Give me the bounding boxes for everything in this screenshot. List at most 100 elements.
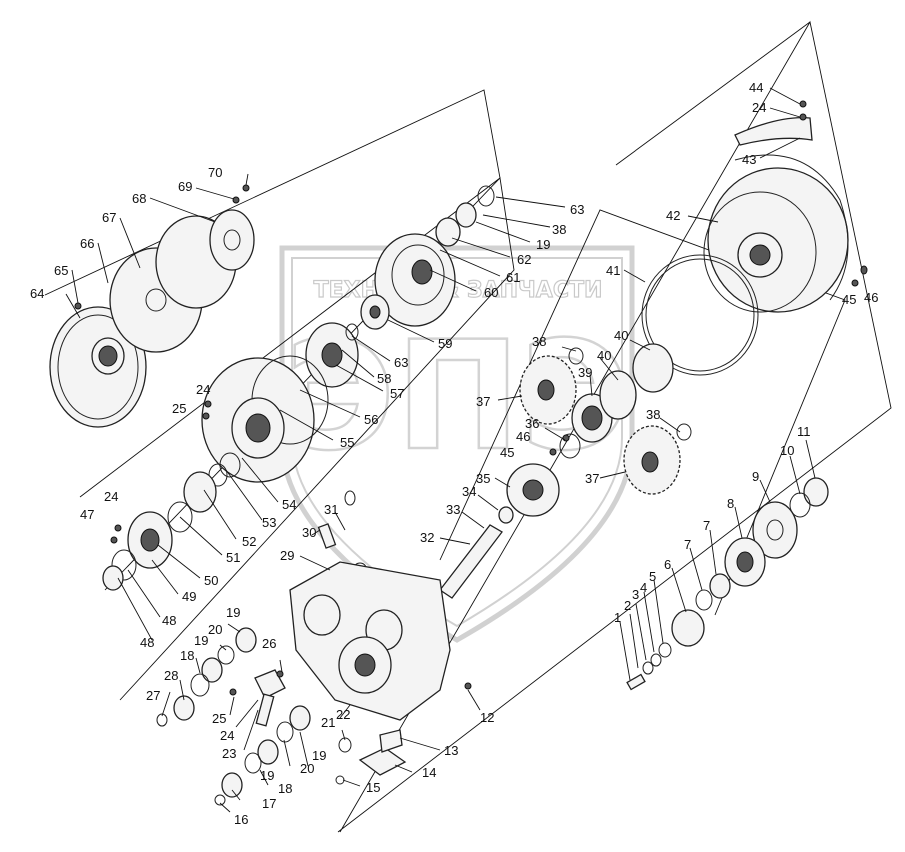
- label-24d: 24: [220, 728, 234, 743]
- label-24b: 24: [104, 489, 118, 504]
- label-47: 47: [80, 507, 94, 522]
- label-35: 35: [476, 471, 490, 486]
- label-10: 10: [780, 443, 794, 458]
- label-6: 6: [664, 557, 671, 572]
- label-7: 7: [703, 518, 710, 533]
- leader-lines: [65, 87, 816, 813]
- label-39: 39: [578, 365, 592, 380]
- label-17: 17: [262, 796, 276, 811]
- label-8: 8: [727, 496, 734, 511]
- label-13: 13: [444, 743, 458, 758]
- label-29: 29: [280, 548, 294, 563]
- label-40b: 40: [597, 348, 611, 363]
- label-38b: 38: [532, 334, 546, 349]
- label-61: 61: [506, 270, 520, 285]
- label-44: 44: [749, 80, 763, 95]
- label-20: 20: [208, 622, 222, 637]
- label-43: 43: [742, 152, 756, 167]
- label-41: 41: [606, 263, 620, 278]
- label-1: 1: [614, 610, 621, 625]
- shield-43: [734, 116, 813, 146]
- label-15: 15: [366, 780, 380, 795]
- housing-42: [703, 154, 849, 313]
- label-34: 34: [462, 484, 476, 499]
- housing-55: [201, 355, 329, 483]
- label-26: 26: [262, 636, 276, 651]
- label-25: 25: [172, 401, 186, 416]
- impeller-60: [374, 233, 456, 327]
- label-62: 62: [517, 252, 531, 267]
- label-50: 50: [204, 573, 218, 588]
- label-22: 22: [336, 707, 350, 722]
- label-68: 68: [132, 191, 146, 206]
- label-36: 36: [525, 416, 539, 431]
- label-19c: 19: [194, 633, 208, 648]
- label-24c: 24: [196, 382, 210, 397]
- label-48b: 48: [140, 635, 154, 650]
- label-49: 49: [182, 589, 196, 604]
- case-29: [289, 561, 451, 721]
- label-65: 65: [54, 263, 68, 278]
- label-16: 16: [234, 812, 248, 827]
- label-59: 59: [438, 336, 452, 351]
- label-20b: 20: [300, 761, 314, 776]
- gasket-41: [641, 254, 759, 376]
- label-45: 45: [842, 292, 856, 307]
- label-3: 3: [632, 587, 639, 602]
- label-27: 27: [146, 688, 160, 703]
- label-19: 19: [536, 237, 550, 252]
- label-5: 5: [649, 569, 656, 584]
- label-54: 54: [282, 497, 296, 512]
- label-57: 57: [390, 386, 404, 401]
- label-70: 70: [208, 165, 222, 180]
- label-4: 4: [640, 580, 647, 595]
- label-45b: 45: [500, 445, 514, 460]
- label-51: 51: [226, 550, 240, 565]
- label-12: 12: [480, 710, 494, 725]
- label-18: 18: [278, 781, 292, 796]
- gear-37b: [623, 425, 681, 495]
- label-14: 14: [422, 765, 436, 780]
- yoke-6: [671, 609, 705, 647]
- cross-23: [254, 669, 286, 727]
- label-18b: 18: [180, 648, 194, 663]
- label-23: 23: [222, 746, 236, 761]
- seal-40b: [632, 343, 674, 393]
- label-33: 33: [446, 502, 460, 517]
- shaft-32: [439, 524, 503, 599]
- label-52: 52: [242, 534, 256, 549]
- label-25b: 25: [212, 711, 226, 726]
- label-37: 37: [476, 394, 490, 409]
- label-21: 21: [321, 715, 335, 730]
- label-19b: 19: [226, 605, 240, 620]
- seal-40a: [599, 370, 637, 420]
- label-42: 42: [666, 208, 680, 223]
- label-24: 24: [752, 100, 766, 115]
- label-67: 67: [102, 210, 116, 225]
- label-31: 31: [324, 502, 338, 517]
- label-64: 64: [30, 286, 44, 301]
- cover-9: [752, 501, 798, 559]
- label-19d: 19: [260, 768, 274, 783]
- label-66: 66: [80, 236, 94, 251]
- label-38c: 38: [646, 407, 660, 422]
- watermark-text: ТЕХНИКА & ЗАПЧАСТИ: [314, 278, 603, 303]
- label-63: 63: [570, 202, 584, 217]
- label-11: 11: [797, 424, 811, 439]
- label-2: 2: [624, 598, 631, 613]
- label-69: 69: [178, 179, 192, 194]
- label-60: 60: [484, 285, 498, 300]
- label-55: 55: [340, 435, 354, 450]
- gear-37a: [519, 355, 577, 425]
- label-46: 46: [864, 290, 878, 305]
- label-19e: 19: [312, 748, 326, 763]
- label-28: 28: [164, 668, 178, 683]
- label-53: 53: [262, 515, 276, 530]
- callout-labels: 44 24 43 42 41 45 46 70 69 68 67 66 65 6…: [30, 80, 878, 827]
- label-7b: 7: [684, 537, 691, 552]
- label-46b: 46: [516, 429, 530, 444]
- label-30: 30: [302, 525, 316, 540]
- label-48: 48: [162, 613, 176, 628]
- label-9: 9: [752, 469, 759, 484]
